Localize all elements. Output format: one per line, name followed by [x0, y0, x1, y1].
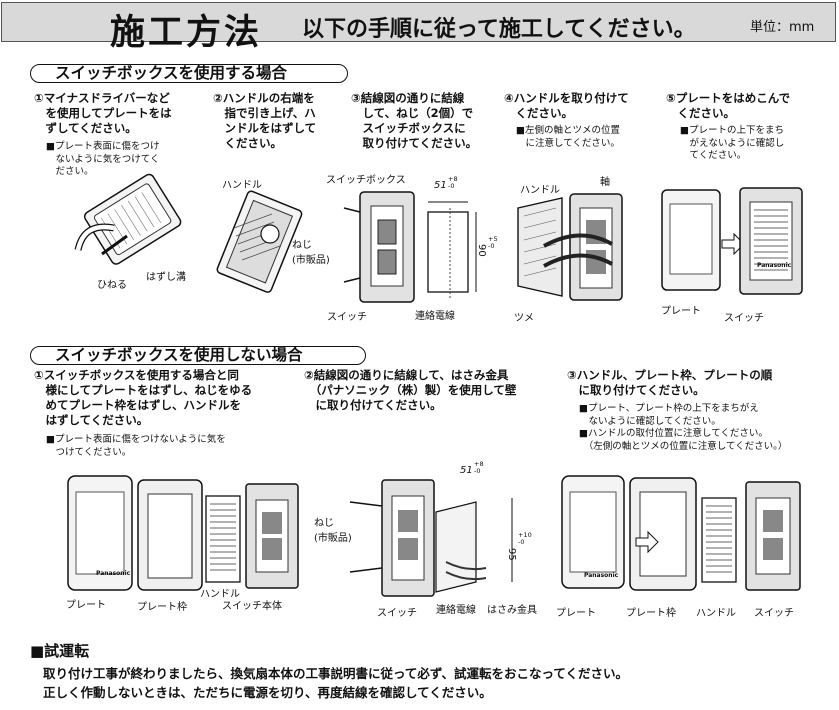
unit-label: 単位：mm [750, 20, 815, 35]
trial-run-heading: ■試運転 [30, 642, 90, 660]
section-heading-without-box: スイッチボックスを使用しない場合 [30, 346, 366, 365]
reassembly-illustration [561, 475, 801, 591]
dim-height-tol-1: +5 -0 [488, 235, 498, 250]
brand-mark-1: Panasonic [757, 262, 792, 269]
dim-width-tol-2: +8 -0 [474, 460, 484, 475]
brand-mark-2: Panasonic [96, 570, 131, 577]
handle-label-4: ハンドル [696, 608, 736, 619]
wire-label-2: 連絡電線 [436, 605, 476, 616]
axis-label: 軸 [600, 177, 610, 188]
step-5-text: ⑤プレートをはめこんで ください。 [666, 91, 791, 120]
groove-label: はずし溝 [146, 272, 186, 283]
plate-label-2: プレート [66, 600, 106, 611]
step-b1-text: ①スイッチボックスを使用する場合と同 様にしてプレートをはずし、ねじをゆる めて… [34, 368, 253, 427]
switch-label-1: スイッチ [327, 312, 367, 323]
switch-label-3: スイッチ [377, 608, 417, 619]
plate-label-1: プレート [661, 306, 701, 317]
dim-height-2: 95 [506, 548, 517, 561]
brand-mark-3: Panasonic [584, 572, 619, 579]
handle-label-3: ハンドル [200, 589, 240, 600]
switch-box-mount-illustration [343, 191, 477, 303]
section-heading-with-box: スイッチボックスを使用する場合 [30, 64, 348, 83]
step-2-text: ②ハンドルの右端を 指で引き上げ、ハ ンドルをはずして ください。 [213, 91, 317, 150]
handle-label-2: ハンドル [520, 185, 560, 196]
step-b3-text: ③ハンドル、プレート枠、プレートの順 に取り付けてください。 [567, 368, 773, 397]
dim-width-tol-1: +8 -0 [448, 175, 458, 190]
handle-attach-illustration [517, 193, 623, 301]
clamp-label: はさみ金具 [487, 605, 537, 616]
step-b1-note: ■プレート表面に傷をつけないように気を つけてください。 [46, 434, 226, 458]
plate-label-3: プレート [556, 608, 596, 619]
dim-height-1: 90 [476, 244, 487, 257]
screw-label-1: ねじ (市販品) [292, 240, 330, 266]
step-5-note: ■プレートの上下をまち がえないように確認し てください。 [680, 125, 785, 161]
step-b3-note: ■プレート、プレート枠の上下をまちがえ ないように確認してください。 ■ハンドル… [579, 403, 788, 452]
plate-removal-illustration [74, 173, 182, 265]
step-3-text: ③結線図の通りに結線 して、ねじ（2個）で スイッチボックスに 取り付けてくださ… [351, 91, 478, 150]
step-b2-text: ②結線図の通りに結線して、はさみ金具 （パナソニック（株）製）を使用して壁 に取… [304, 368, 517, 412]
screw-label-2: ねじ (市販品) [314, 518, 352, 544]
claw-label: ツメ [514, 313, 534, 324]
plate-attach-illustration [661, 187, 803, 295]
trial-run-line-1: 取り付け工事が終わりましたら、換気扇本体の工事説明書に従って必ず、試運転をおこな… [43, 666, 629, 681]
trial-run-line-2: 正しく作動しないときは、ただちに電源を切り、再度結線を確認してください。 [43, 685, 492, 700]
page-title: 施工方法 [110, 13, 263, 53]
step-1-text: ①マイナスドライバーなど を使用してプレートをは ずしてください。 [34, 91, 172, 135]
handle-label-1: ハンドル [222, 180, 262, 191]
twist-label: ひねる [97, 280, 127, 291]
switch-label-2: スイッチ [724, 313, 764, 324]
page-subtitle: 以下の手順に従って施工してください。 [302, 17, 696, 42]
clamp-mount-illustration [349, 479, 513, 597]
wire-label-1: 連絡電線 [415, 311, 455, 322]
page-header: 施工方法 以下の手順に従って施工してください。 単位：mm [1, 2, 836, 53]
dim-height-tol-2: +10 -0 [518, 531, 532, 546]
step-1-note: ■プレート表面に傷をつけ ないように気をつけてく ださい。 [46, 141, 160, 177]
dim-width-1: 51 [434, 180, 447, 191]
exploded-parts-illustration [67, 475, 299, 591]
switch-label-4: スイッチ [754, 608, 794, 619]
plate-frame-label-1: プレート枠 [137, 602, 187, 613]
plate-frame-label-2: プレート枠 [626, 608, 676, 619]
step-4-note: ■左側の軸とツメの位置 に注意してください。 [516, 125, 620, 149]
step-4-text: ④ハンドルを取り付けて ください。 [504, 91, 629, 120]
handle-removal-illustration [216, 190, 303, 293]
dim-width-2: 51 [460, 465, 473, 476]
switch-body-label: スイッチ本体 [222, 601, 282, 612]
switch-box-label: スイッチボックス [326, 175, 406, 186]
